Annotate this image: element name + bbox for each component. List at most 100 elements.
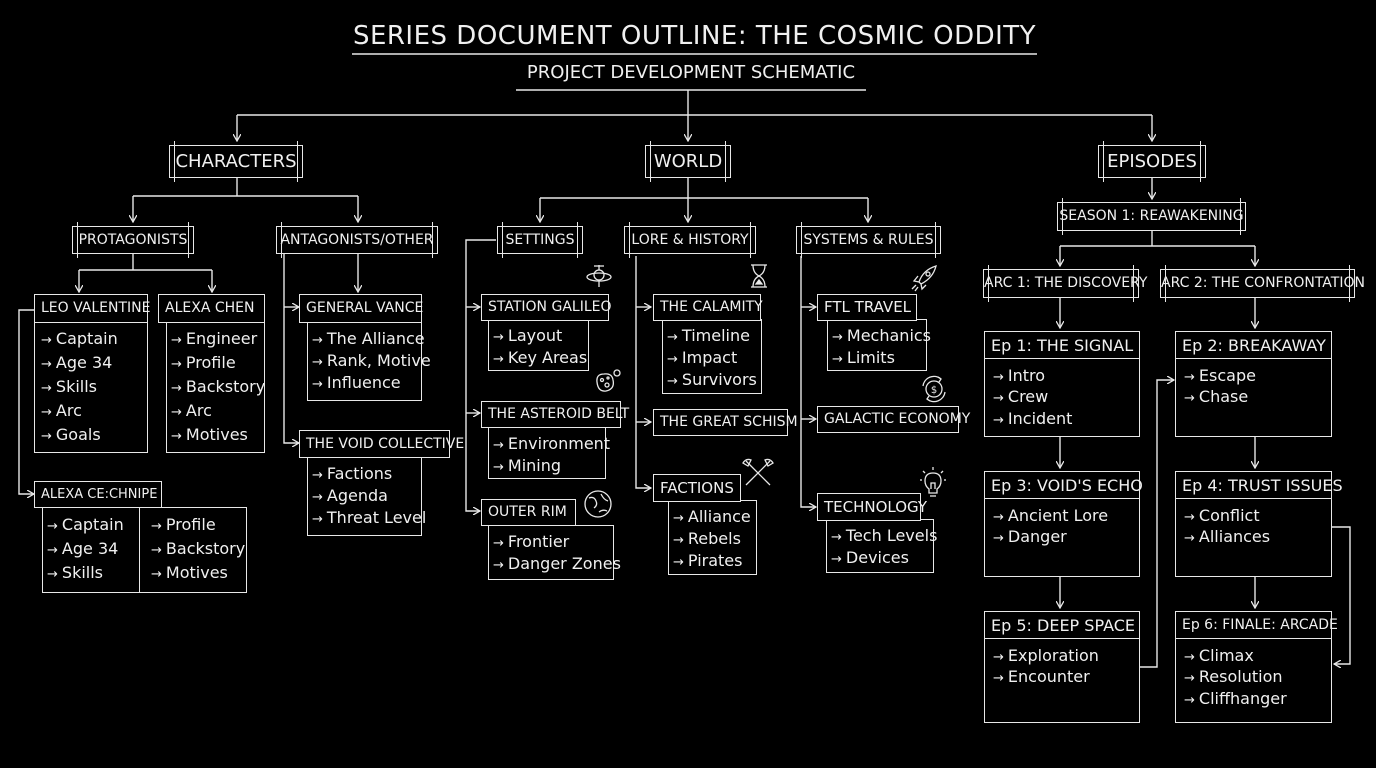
list-item: →Key Areas — [493, 348, 588, 367]
list-item: →Influence — [312, 373, 401, 392]
arc-1-node[interactable]: ARC 1: THE DISCOVERY — [983, 265, 1147, 302]
station-galileo-items: →Layout →Key Areas — [488, 319, 589, 371]
list-item: →Agenda — [312, 486, 388, 505]
ep5-box[interactable]: Ep 5: DEEP SPACE →Exploration →Encounter — [984, 611, 1140, 723]
outer-rim-node[interactable]: OUTER RIM — [481, 499, 576, 526]
list-item: →Layout — [493, 326, 563, 345]
alexa-ce-chnipe-node[interactable]: ALEXA CE:CHNIPE — [34, 481, 162, 508]
list-item: →Frontier — [493, 532, 570, 551]
list-item: →Danger Zones — [493, 554, 621, 573]
alexa-ce-chnipe-items: →Captain →Age 34 →Skills →Profile →Backs… — [42, 507, 247, 593]
alexa-chen-items: →Engineer →Profile →Backstory →Arc →Moti… — [166, 322, 265, 453]
ep1-box[interactable]: Ep 1: THE SIGNAL →Intro →Crew →Incident — [984, 331, 1140, 437]
ep3-box[interactable]: Ep 3: VOID'S ECHO →Ancient Lore →Danger — [984, 471, 1143, 577]
crossed-axes-icon — [742, 458, 774, 486]
list-item: →Cliffhanger — [1184, 689, 1287, 708]
ftl-travel-node[interactable]: FTL TRAVEL — [817, 294, 917, 321]
factions-items: →Alliance →Rebels →Pirates — [668, 500, 757, 575]
list-item: →Intro — [993, 366, 1046, 385]
list-item: →Motives — [151, 563, 228, 582]
list-item: →Climax — [1184, 646, 1254, 665]
asteroid-belt-node[interactable]: THE ASTEROID BELT — [481, 401, 629, 428]
episodes-node[interactable]: EPISODES — [1098, 141, 1206, 182]
list-item: →Impact — [667, 348, 738, 367]
asteroid-belt-items: →Environment →Mining — [488, 427, 610, 479]
list-item: →Alliances — [1184, 527, 1271, 546]
list-item: →Backstory — [151, 539, 246, 558]
hourglass-icon — [751, 264, 767, 288]
systems-rules-node[interactable]: SYSTEMS & RULES — [796, 222, 941, 258]
void-collective-items: →Factions →Agenda →Threat Level — [307, 457, 426, 536]
ftl-items: →Mechanics →Limits — [827, 319, 931, 371]
settings-node[interactable]: SETTINGS — [497, 222, 583, 258]
list-item: →Limits — [832, 348, 895, 367]
list-item: →Captain — [41, 329, 118, 348]
list-item: →Rank, Motive — [312, 351, 431, 370]
world-node[interactable]: WORLD — [645, 141, 731, 182]
page-subtitle: PROJECT DEVELOPMENT SCHEMATIC — [526, 62, 856, 83]
general-vance-items: →The Alliance →Rank, Motive →Influence — [307, 322, 431, 401]
list-item: →Survivors — [667, 370, 757, 389]
technology-items: →Tech Levels →Devices — [826, 519, 938, 573]
ep1-title: Ep 1: THE SIGNAL — [991, 336, 1134, 355]
void-collective-node[interactable]: THE VOID COLLECTIVE — [299, 430, 464, 458]
ep3-title: Ep 3: VOID'S ECHO — [991, 476, 1143, 495]
list-item: →Ancient Lore — [993, 506, 1109, 525]
alexa-chen-node[interactable]: ALEXA CHEN — [158, 294, 265, 323]
list-item: →Backstory — [171, 377, 266, 396]
list-item: →Skills — [47, 563, 103, 582]
list-item: →Encounter — [993, 667, 1090, 686]
list-item: →Age 34 — [47, 539, 119, 558]
list-item: →Mechanics — [832, 326, 932, 345]
lore-history-node[interactable]: LORE & HISTORY — [624, 222, 756, 258]
list-item: →Profile — [171, 353, 236, 372]
list-item: →Skills — [41, 377, 97, 396]
list-item: →Rebels — [673, 529, 741, 548]
list-item: →Escape — [1184, 366, 1256, 385]
rocket-icon — [911, 265, 937, 292]
list-item: →The Alliance — [312, 329, 425, 348]
technology-node[interactable]: TECHNOLOGY — [817, 493, 927, 521]
page-title: SERIES DOCUMENT OUTLINE: THE COSMIC ODDI… — [352, 21, 1037, 51]
lightbulb-icon — [920, 467, 946, 497]
list-item: →Chase — [1184, 387, 1249, 406]
list-item: →Timeline — [667, 326, 750, 345]
list-item: →Exploration — [993, 646, 1099, 665]
galactic-economy-node[interactable]: GALACTIC ECONOMY — [817, 406, 970, 433]
list-item: →Tech Levels — [831, 526, 938, 545]
list-item: →Devices — [831, 548, 909, 567]
antagonists-node[interactable]: ANTAGONISTS/OTHER — [276, 222, 438, 258]
list-item: →Age 34 — [41, 353, 113, 372]
list-item: →Environment — [493, 434, 611, 453]
leo-valentine-items: →Captain →Age 34 →Skills →Arc →Goals — [34, 322, 148, 453]
list-item: →Goals — [41, 425, 101, 444]
calamity-node[interactable]: THE CALAMITY — [653, 294, 763, 321]
ep6-box[interactable]: Ep 6: FINALE: ARCADE →Climax →Resolution… — [1175, 611, 1338, 723]
general-vance-node[interactable]: GENERAL VANCE — [299, 294, 423, 323]
season-1-node[interactable]: SEASON 1: REAWAKENING — [1057, 198, 1246, 235]
arc-2-node[interactable]: ARC 2: THE CONFRONTATION — [1160, 265, 1365, 302]
list-item: →Resolution — [1184, 667, 1283, 686]
characters-node[interactable]: CHARACTERS — [169, 141, 303, 182]
list-item: →Engineer — [171, 329, 258, 348]
ep2-title: Ep 2: BREAKAWAY — [1182, 336, 1326, 355]
list-item: →Incident — [993, 409, 1073, 428]
ep2-box[interactable]: Ep 2: BREAKAWAY →Escape →Chase — [1175, 331, 1332, 437]
ep5-title: Ep 5: DEEP SPACE — [991, 616, 1136, 635]
leo-valentine-node[interactable]: LEO VALENTINE — [34, 294, 151, 323]
list-item: →Profile — [151, 515, 216, 534]
protagonists-node[interactable]: PROTAGONISTS — [72, 222, 194, 258]
list-item: →Conflict — [1184, 506, 1260, 525]
list-item: →Danger — [993, 527, 1067, 546]
great-schism-node[interactable]: THE GREAT SCHISM — [653, 409, 798, 436]
list-item: →Alliance — [673, 507, 751, 526]
list-item: →Motives — [171, 425, 248, 444]
ep4-box[interactable]: Ep 4: TRUST ISSUES →Conflict →Alliances — [1175, 471, 1343, 577]
list-item: →Crew — [993, 387, 1049, 406]
list-item: →Arc — [41, 401, 82, 420]
factions-node[interactable]: FACTIONS — [653, 474, 741, 502]
outer-rim-items: →Frontier →Danger Zones — [488, 525, 621, 580]
station-galileo-node[interactable]: STATION GALILEO — [481, 294, 611, 321]
list-item: →Arc — [171, 401, 212, 420]
planet-icon — [584, 490, 612, 518]
